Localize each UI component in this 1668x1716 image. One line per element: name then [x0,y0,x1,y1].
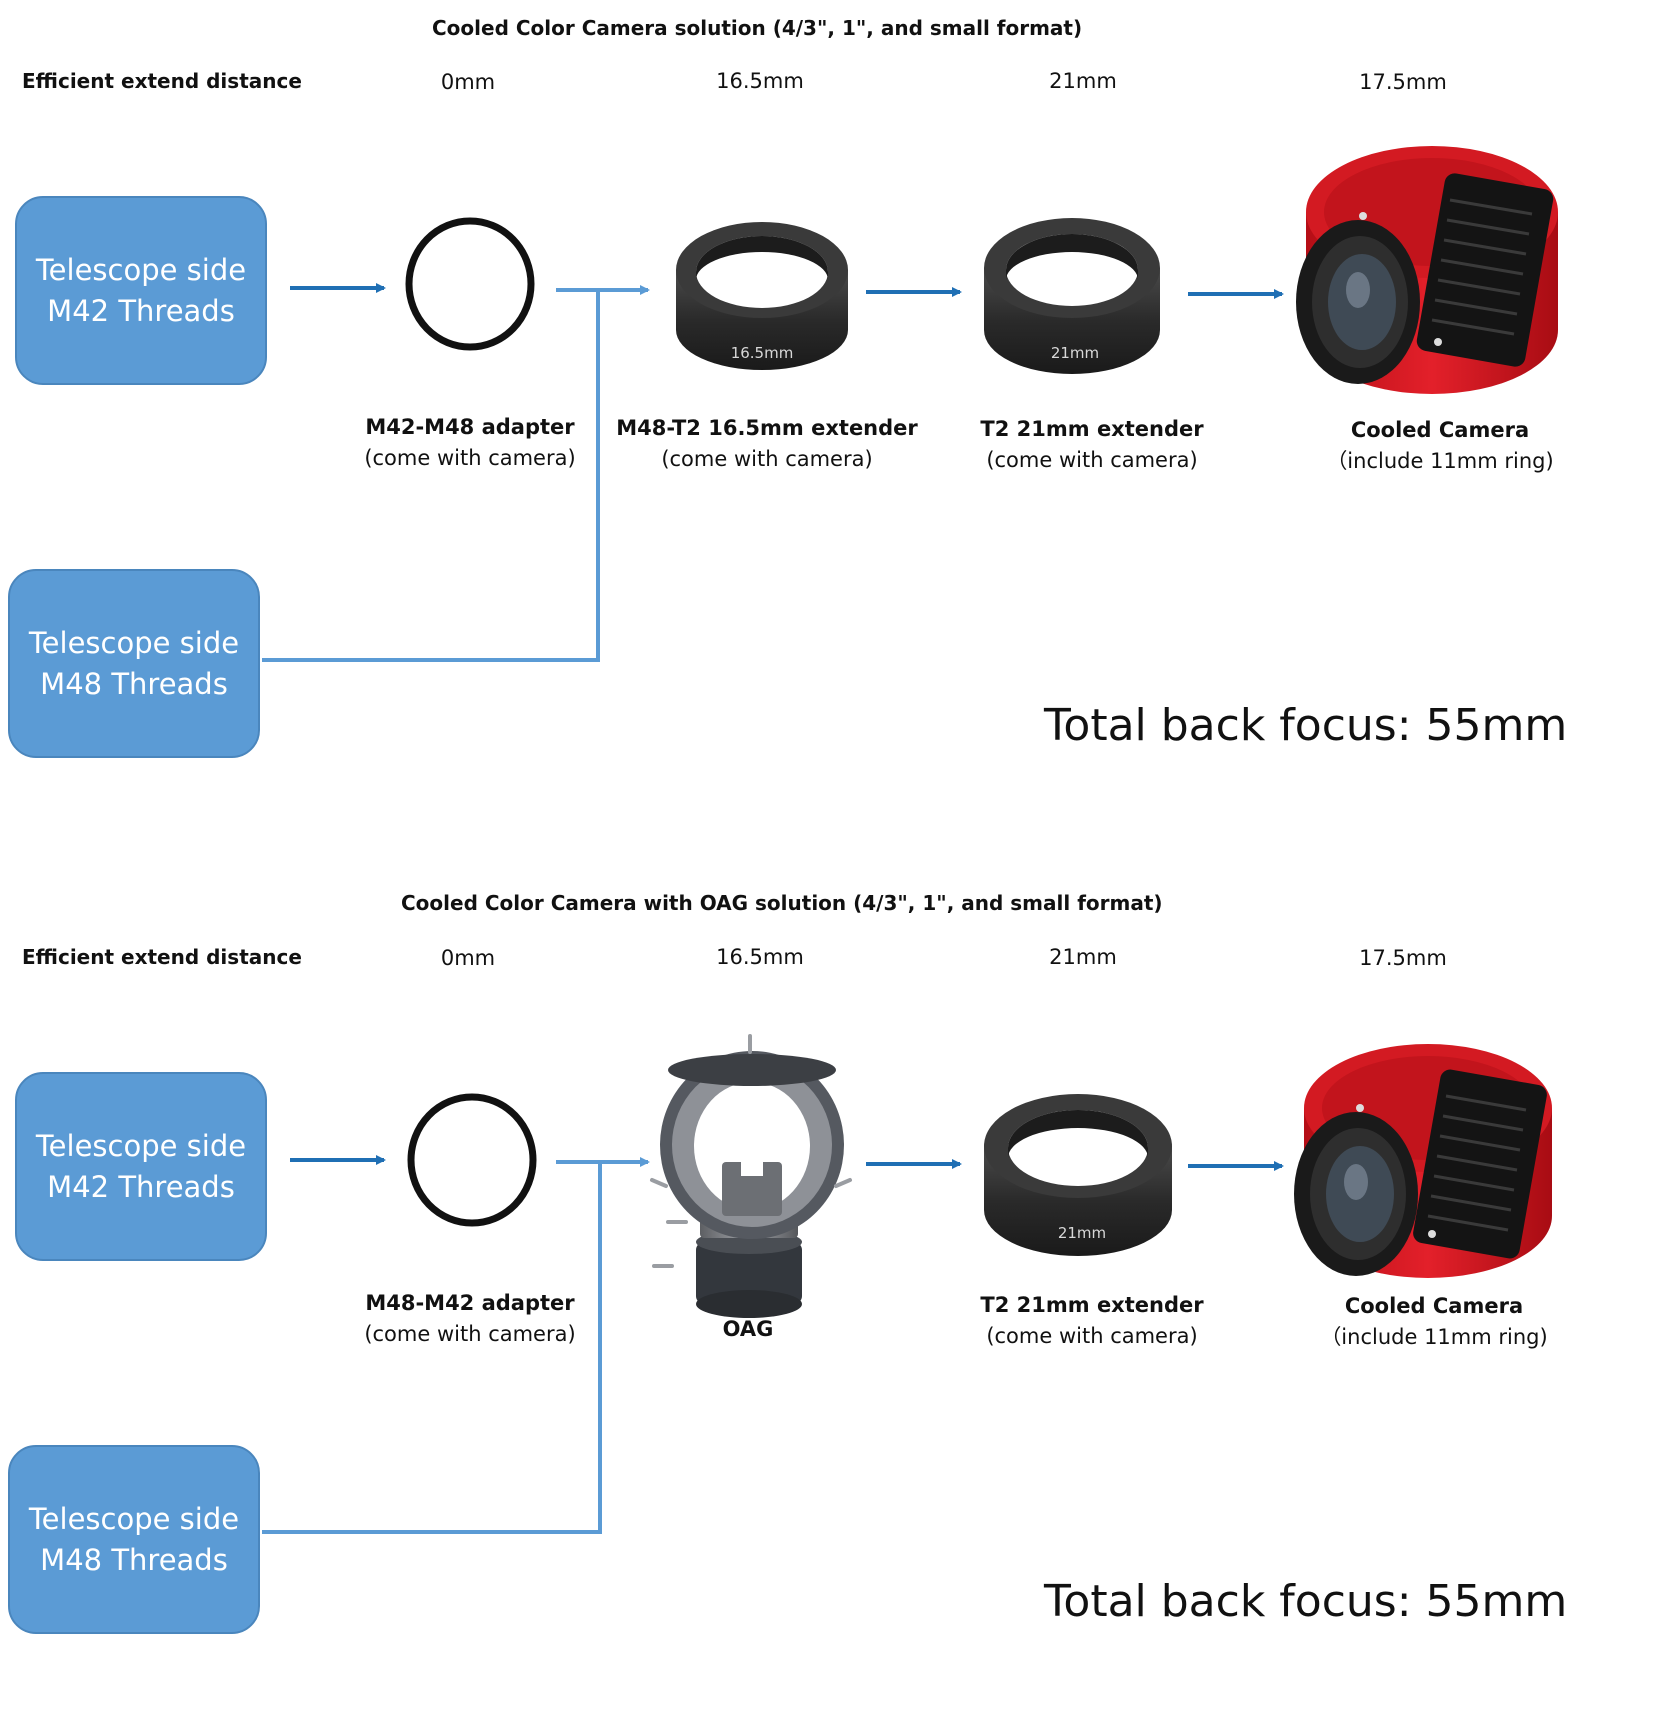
o-ring-icon [407,1093,537,1227]
component-caption: Cooled Camera （include 11mm ring) [1326,415,1553,477]
box-line: Telescope side [28,1501,240,1536]
cooled-camera-icon [1294,1044,1552,1278]
component-note: （include 11mm ring) [1326,449,1554,473]
m48-path-line [262,1162,602,1534]
distance-label: 0mm [440,70,496,94]
telescope-m42-box: Telescope side M42 Threads [15,196,267,385]
component-caption: M48-M42 adapter (come with camera) [364,1288,575,1350]
box-line: Telescope side [35,252,247,287]
box-line: M48 Threads [40,1542,228,1577]
component-note: （include 11mm ring) [1320,1325,1548,1349]
oag-icon [650,1034,852,1318]
box-line: M48 Threads [40,666,228,701]
component-caption: Cooled Camera （include 11mm ring) [1320,1291,1547,1353]
distance-label: 21mm [1049,69,1117,93]
component-caption: OAG [723,1314,774,1344]
component-note: (come with camera) [986,448,1198,472]
component-note: (come with camera) [986,1324,1198,1348]
telescope-m42-box: Telescope side M42 Threads [15,1072,267,1261]
section-title: Cooled Color Camera with OAG solution (4… [401,891,1163,915]
distance-label: 17.5mm [1359,70,1447,94]
row-label: Efficient extend distance [22,69,302,93]
extender-ring-icon: 21mm [984,218,1160,374]
component-name: M48-M42 adapter [365,1291,575,1315]
distance-label: 17.5mm [1359,946,1447,970]
box-line: Telescope side [28,625,240,660]
component-caption: T2 21mm extender (come with camera) [980,1290,1203,1352]
component-name: T2 21mm extender [980,417,1204,441]
distance-label: 0mm [440,946,496,970]
connector-arrows [262,1155,1284,1534]
box-line: Telescope side [35,1128,247,1163]
box-line: M42 Threads [47,1169,235,1204]
telescope-m48-box: Telescope side M48 Threads [8,569,260,758]
distance-label: 16.5mm [716,69,804,93]
ring-engraving: 21mm [1058,1224,1106,1242]
component-name: M42-M48 adapter [365,415,575,439]
box-line: M42 Threads [47,293,235,328]
extender-ring-icon: 16.5mm [676,222,848,370]
component-name: Cooled Camera [1350,418,1530,442]
component-caption: M42-M48 adapter (come with camera) [364,412,575,474]
component-note: (come with camera) [364,446,576,470]
distance-label: 16.5mm [716,945,804,969]
row-label: Efficient extend distance [22,945,302,969]
ring-engraving: 16.5mm [731,344,794,362]
component-name: Cooled Camera [1344,1294,1524,1318]
m48-path-line [262,290,600,662]
connector-arrows [262,283,1284,662]
total-back-focus: Total back focus: 55mm [1044,700,1568,751]
component-caption: T2 21mm extender (come with camera) [980,414,1203,476]
telescope-m48-box: Telescope side M48 Threads [8,1445,260,1634]
o-ring-icon [405,217,535,351]
component-name: OAG [722,1317,774,1341]
component-note: (come with camera) [661,447,873,471]
section-title: Cooled Color Camera solution (4/3", 1", … [432,16,1083,40]
component-note: (come with camera) [364,1322,576,1346]
cooled-camera-icon [1296,146,1558,394]
component-name: M48-T2 16.5mm extender [616,416,918,440]
component-name: T2 21mm extender [980,1293,1204,1317]
total-back-focus: Total back focus: 55mm [1044,1576,1568,1627]
distance-label: 21mm [1049,945,1117,969]
ring-engraving: 21mm [1051,344,1099,362]
extender-ring-icon: 21mm [984,1094,1172,1256]
component-caption: M48-T2 16.5mm extender (come with camera… [616,413,918,475]
